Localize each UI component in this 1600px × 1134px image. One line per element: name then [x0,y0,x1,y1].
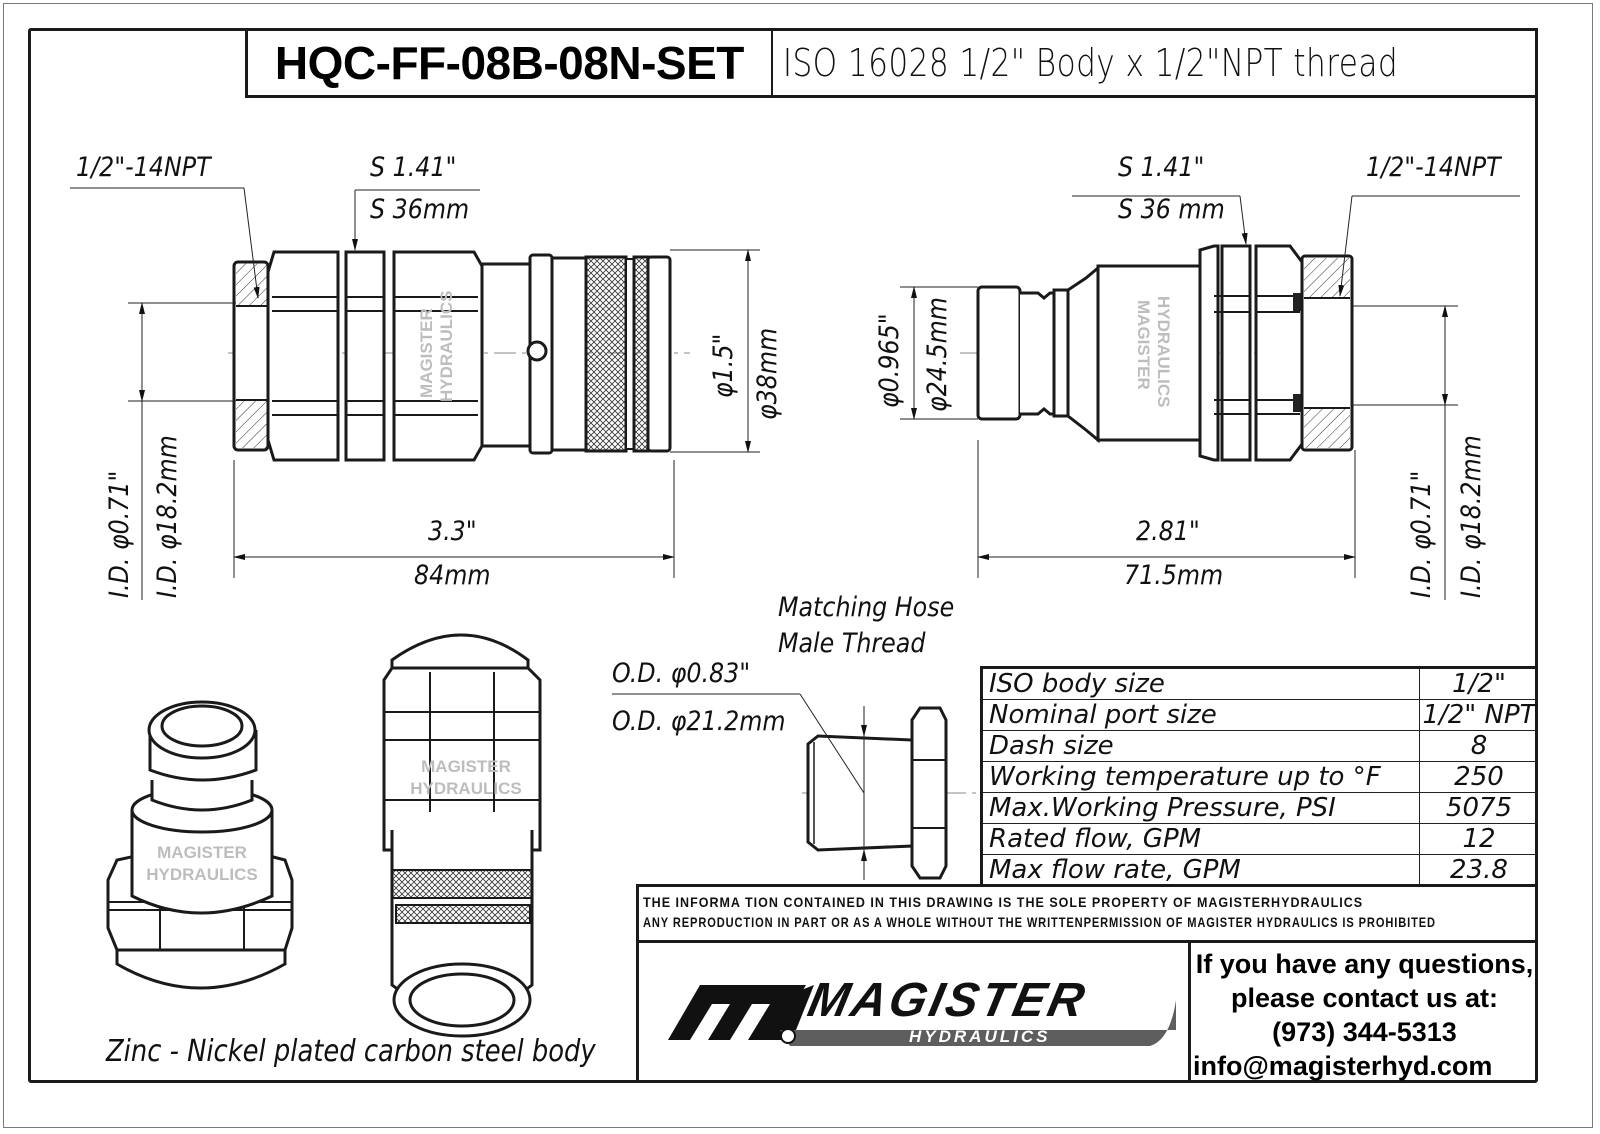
isometric-female-coupler: MAGISTER HYDRAULICS [382,633,542,1038]
contact-line-1: If you have any questions, [1195,949,1534,979]
male-nipple-side-view: MAGISTER HYDRAULICS [960,244,1354,462]
male-wrench-size-mm: S 36 mm [1118,194,1225,225]
contact-box: If you have any questions, please contac… [1191,940,1538,1083]
svg-text:HYDRAULICS: HYDRAULICS [410,779,521,798]
spec-value: 12 [1419,823,1538,855]
male-id-in: I.D. φ0.71" [1406,470,1437,598]
spec-value: 1/2" [1419,667,1538,700]
female-od-mm: φ38mm [752,327,783,420]
svg-text:MAGISTER: MAGISTER [417,308,436,398]
spec-label: ISO body size [981,667,1420,700]
svg-text:MAGISTER: MAGISTER [1134,300,1153,390]
female-id-mm: I.D. φ18.2mm [152,435,183,598]
logo-sub-text: HYDRAULICS [909,1027,1051,1046]
female-thread-callout: 1/2"-14NPT [76,152,211,183]
hose-male-thread-view [802,706,978,880]
part-number: HQC-FF-08B-08N-SET [248,31,773,95]
spec-label: Working temperature up to °F [981,761,1420,793]
contact-email-link[interactable]: info@magisterhyd.com [1193,1051,1493,1081]
spec-label: Max.Working Pressure, PSI [981,792,1420,824]
logo-box: MAGISTER HYDRAULICS [636,940,1191,1083]
magister-logo [668,985,1176,1046]
notice-line-1: THE INFORMA TION CONTAINED IN THIS DRAWI… [643,895,1364,910]
svg-text:HYDRAULICS: HYDRAULICS [1154,296,1173,407]
hose-thread-od-mm: O.D. φ21.2mm [612,706,786,737]
male-thread-callout: 1/2"-14NPT [1366,152,1501,183]
female-coupler-side-view: MAGISTER HYDRAULICS [228,250,690,462]
part-description: ISO 16028 1/2" Body x 1/2"NPT thread [782,41,1398,85]
female-id-in: I.D. φ0.71" [104,470,135,598]
svg-text:MAGISTER: MAGISTER [421,757,511,776]
spec-label: Rated flow, GPM [981,823,1420,855]
spec-value: 23.8 [1419,854,1538,886]
spec-value: 250 [1419,761,1538,793]
male-length-in: 2.81" [1136,516,1200,547]
spec-label: Dash size [981,730,1420,762]
male-od-in: φ0.965" [874,313,905,408]
female-od-in: φ1.5" [708,333,739,398]
notice-line-2: ANY REPRODUCTION IN PART OR AS A WHOLE W… [643,915,1436,930]
female-wrench-size-in: S 1.41" [370,152,457,183]
female-length-in: 3.3" [428,516,477,547]
male-dimension-lines [900,195,1520,600]
isometric-male-nipple: MAGISTER HYDRAULICS [106,700,294,990]
material-caption: Zinc - Nickel plated carbon steel body [106,1034,596,1069]
spec-label: Max flow rate, GPM [981,854,1420,886]
svg-text:MAGISTER: MAGISTER [157,843,247,862]
female-dimension-lines [70,187,760,600]
male-wrench-size-in: S 1.41" [1118,152,1205,183]
female-length-mm: 84mm [414,560,491,591]
sheet-outer-border [3,3,1593,1128]
spec-value: 1/2" NPT [1419,699,1538,731]
spec-value: 5075 [1419,792,1538,824]
hose-thread-title-line2: Male Thread [778,628,926,659]
female-wrench-size-mm: S 36mm [370,194,470,225]
proprietary-notice: THE INFORMA TION CONTAINED IN THIS DRAWI… [636,884,1538,940]
svg-text:HYDRAULICS: HYDRAULICS [146,865,257,884]
spec-label: Nominal port size [981,699,1420,731]
spec-value: 8 [1419,730,1538,762]
contact-phone[interactable]: (973) 344-5313 [1272,1017,1457,1047]
male-od-mm: φ24.5mm [922,297,953,412]
svg-text:HYDRAULICS: HYDRAULICS [437,291,456,402]
male-id-mm: I.D. φ18.2mm [1456,435,1487,598]
hose-thread-od-in: O.D. φ0.83" [612,658,751,689]
hose-thread-title-line1: Matching Hose [778,592,955,623]
hose-thread-dimension-lines [612,693,867,880]
male-length-mm: 71.5mm [1124,560,1224,591]
title-block: HQC-FF-08B-08N-SET ISO 16028 1/2" Body x… [245,28,1538,98]
logo-brand-text: MAGISTER [803,974,1092,1027]
contact-line-2: please contact us at: [1230,983,1499,1013]
